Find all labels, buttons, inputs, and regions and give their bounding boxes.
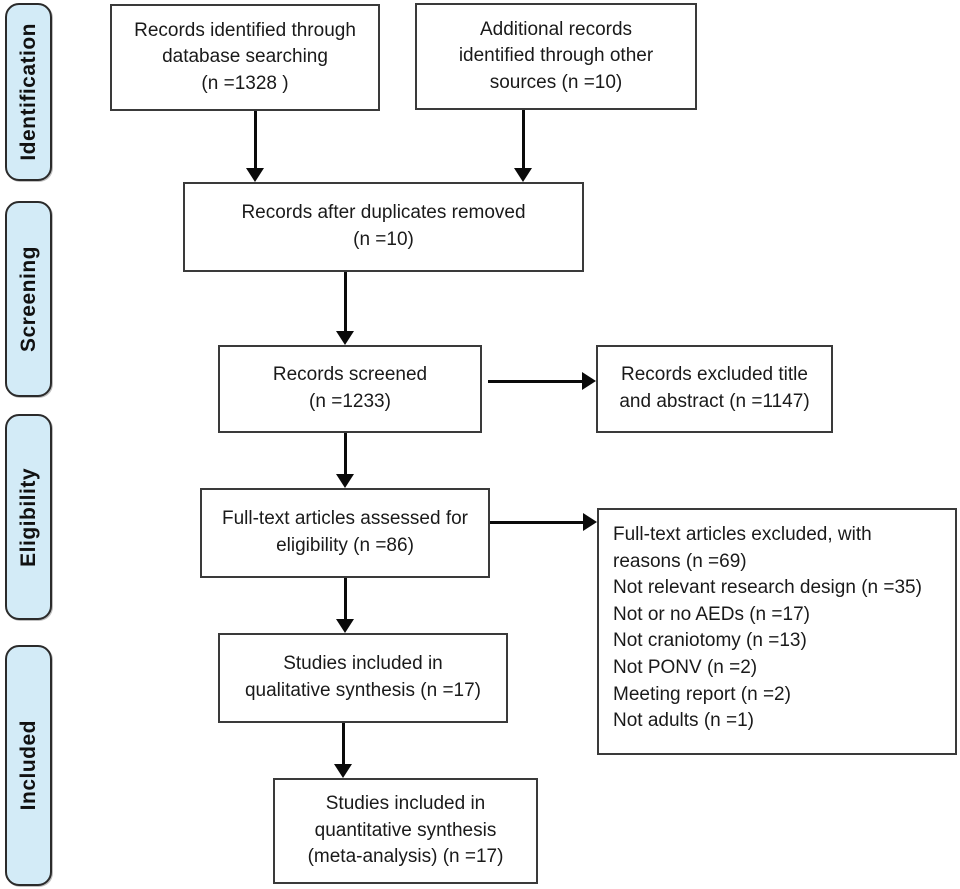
arrow-fulltext-to-qualitative-head	[336, 619, 354, 633]
box-qualitative-synthesis: Studies included in qualitative synthesi…	[218, 633, 508, 723]
box-records-identified-database: Records identified through database sear…	[110, 4, 380, 111]
arrow-qualitative-to-quantitative-line	[342, 723, 345, 766]
stage-included: Included	[5, 645, 52, 886]
arrow-duplicates-to-screened-line	[344, 272, 347, 332]
arrow-sources-to-duplicates-line	[522, 110, 525, 169]
box-quantitative-synthesis: Studies included in quantitative synthes…	[273, 778, 538, 884]
box-additional-records-other-sources: Additional records identified through ot…	[415, 3, 697, 110]
box-fulltext-assessed: Full-text articles assessed for eligibil…	[200, 488, 490, 578]
box-records-after-duplicates-removed: Records after duplicates removed (n =10)	[183, 182, 584, 272]
arrow-fulltext-to-excluded-line	[490, 521, 584, 524]
stage-included-label: Included	[16, 720, 40, 811]
box-records-excluded: Records excluded title and abstract (n =…	[596, 345, 833, 433]
stage-eligibility-label: Eligibility	[16, 467, 40, 567]
arrow-fulltext-to-qualitative-line	[344, 578, 347, 621]
arrow-sources-to-duplicates-head	[514, 168, 532, 182]
arrow-screened-to-fulltext-line	[344, 433, 347, 476]
box-records-screened: Records screened (n =1233)	[218, 345, 482, 433]
arrow-screened-to-excluded-line	[488, 380, 583, 383]
arrow-screened-to-excluded-head	[582, 372, 596, 390]
stage-screening: Screening	[5, 201, 52, 397]
arrow-fulltext-to-excluded-head	[583, 513, 597, 531]
arrow-duplicates-to-screened-head	[336, 331, 354, 345]
stage-identification-label: Identification	[16, 23, 40, 161]
arrow-database-to-duplicates-line	[254, 111, 257, 169]
stage-identification: Identification	[5, 3, 52, 181]
arrow-qualitative-to-quantitative-head	[334, 764, 352, 778]
box-fulltext-excluded-reasons: Full-text articles excluded, with reason…	[597, 508, 957, 755]
arrow-database-to-duplicates-head	[246, 168, 264, 182]
arrow-screened-to-fulltext-head	[336, 474, 354, 488]
stage-screening-label: Screening	[16, 245, 40, 353]
stage-eligibility: Eligibility	[5, 414, 52, 620]
